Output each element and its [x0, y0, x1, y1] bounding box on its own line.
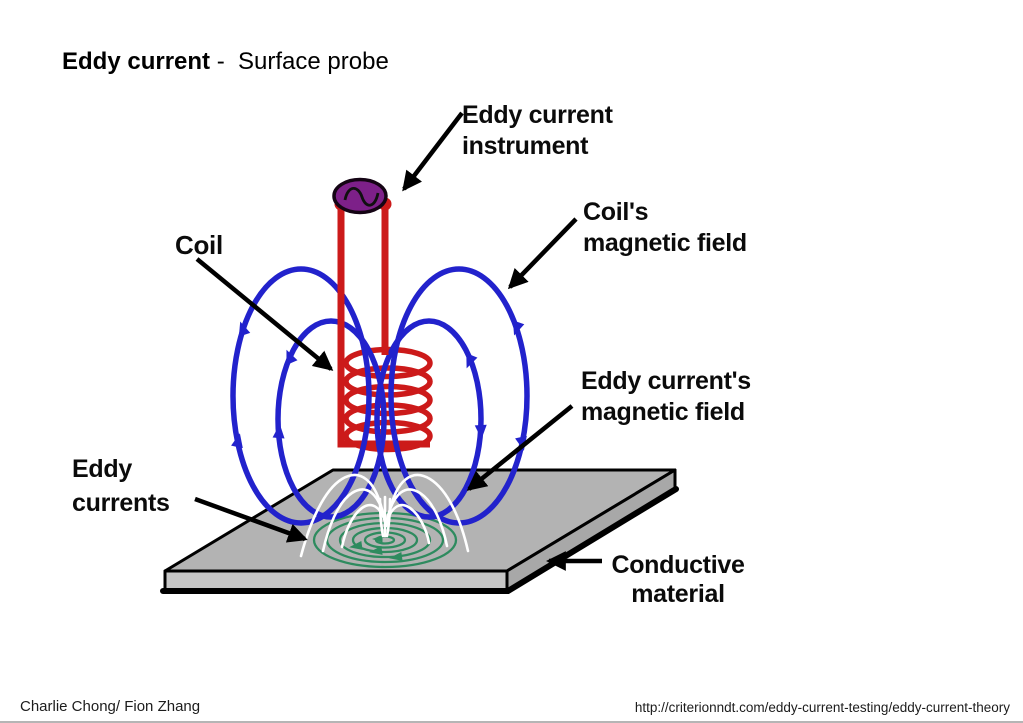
white-field-line	[385, 497, 392, 538]
blue-arrowhead-icon	[466, 353, 478, 369]
eddy-current-instrument	[332, 177, 388, 215]
green-arrowhead-icon	[369, 545, 383, 555]
eddy-currents-arrow	[194, 496, 308, 543]
conductive-plate	[160, 468, 679, 594]
label-coil: Coil	[175, 230, 223, 261]
eddy-field-arrow	[466, 404, 574, 491]
coil-turn	[343, 402, 433, 435]
blue-arrowhead-icon	[512, 320, 525, 336]
eddy-current-direction-arrows	[349, 535, 403, 561]
label-line: Eddy	[72, 455, 132, 483]
blue-arrowhead-icon	[238, 321, 251, 337]
white-field-line	[378, 497, 385, 538]
footer-source-url: http://criterionndt.com/eddy-current-tes…	[634, 700, 1010, 715]
label-line: material	[631, 580, 725, 608]
white-field-line	[299, 473, 385, 558]
footer-author: Charlie Chong/ Fion Zhang	[20, 698, 201, 715]
label-line: Conductive	[611, 551, 745, 579]
green-arrowhead-icon	[389, 551, 403, 561]
blue-arrowhead-icon	[474, 424, 487, 439]
eddy-magnetic-field-lines	[299, 473, 470, 558]
label-line: magnetic field	[581, 398, 745, 426]
coil-turn	[343, 365, 433, 398]
label-eddy-currents-magnetic-field: Eddy current's magnetic field	[581, 366, 751, 428]
blue-arrowhead-icon	[286, 349, 298, 365]
coil-arrow	[195, 257, 334, 371]
blue-arrowhead-icon	[272, 424, 285, 439]
label-eddy-currents: Eddy currents	[72, 452, 170, 520]
label-conductive-material: Conductive material	[605, 551, 751, 609]
label-coils-magnetic-field: Coil's magnetic field	[583, 197, 747, 259]
title-bold: Eddy current	[62, 48, 211, 75]
label-line: Coil's	[583, 198, 649, 226]
green-arrowhead-icon	[372, 535, 383, 543]
label-line: Coil	[175, 230, 223, 260]
coils-field-arrow	[507, 217, 578, 290]
page-title: Eddy current - Surface probe	[62, 48, 389, 76]
white-field-line	[387, 473, 470, 553]
coil-return-wire	[337, 428, 430, 448]
instrument-arrow	[402, 111, 464, 192]
bottom-rule	[0, 721, 1023, 723]
label-line: Eddy current's	[581, 367, 751, 395]
plate-bottom-edge	[160, 486, 679, 594]
label-eddy-current-instrument: Eddy current instrument	[462, 100, 613, 162]
blue-arrowhead-icon	[231, 433, 243, 449]
white-field-line	[321, 488, 387, 553]
label-line: Eddy current	[462, 101, 613, 129]
sine-wave-icon	[343, 186, 380, 207]
green-arrowhead-icon	[349, 540, 363, 550]
label-line: instrument	[462, 132, 589, 160]
label-arrows	[194, 111, 602, 571]
label-line: currents	[72, 489, 170, 517]
field-direction-arrows	[231, 320, 527, 451]
title-rest: - Surface probe	[210, 48, 389, 75]
magnetic-field-loop	[275, 318, 387, 520]
magnetic-field-loop	[230, 266, 372, 526]
label-line: magnetic field	[583, 229, 747, 257]
coil-turn	[343, 419, 433, 453]
magnetic-field-loop	[374, 318, 484, 520]
white-field-line	[385, 488, 449, 548]
coil-turn	[343, 383, 433, 417]
